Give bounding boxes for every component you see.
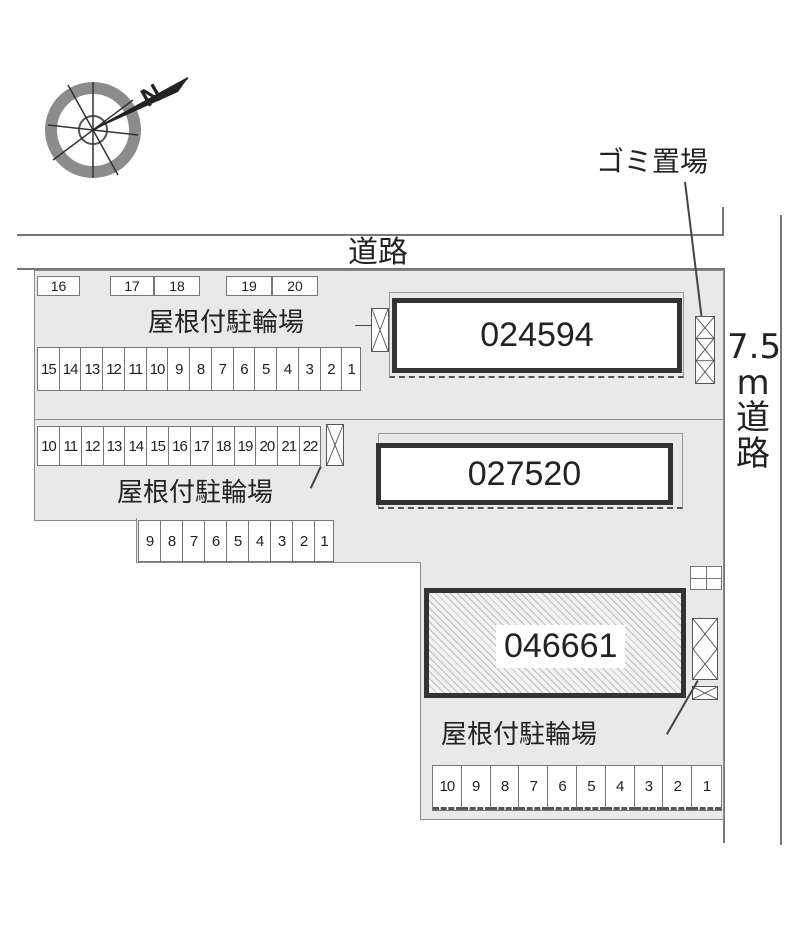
parking-slot: 9 (168, 348, 191, 390)
parking-slot: 7 (211, 348, 234, 390)
parking-row-b: 10 11 12 13 14 15 16 17 18 19 20 21 22 (37, 426, 321, 466)
parking-slot: 13 (103, 427, 126, 465)
parking-slot: 7 (519, 766, 549, 810)
building-024594: 024594 (392, 298, 682, 373)
parking-row-a: 15 14 13 12 11 10 9 8 7 6 5 4 3 2 1 (37, 347, 361, 391)
parking-slot: 9 (139, 521, 161, 561)
parking-slot: 4 (249, 521, 271, 561)
parking-slot: 4 (605, 766, 635, 810)
garbage-area (695, 316, 715, 384)
parking-slot: 22 (300, 427, 320, 465)
parking-slot: 1 (692, 766, 721, 810)
road-top-right-edge (722, 207, 724, 236)
parking-slot: 17 (190, 427, 213, 465)
bike-shelter-2 (326, 424, 344, 466)
slot-number: 16 (50, 278, 67, 294)
parking-slot: 5 (255, 348, 278, 390)
parking-slot: 1 (315, 521, 333, 561)
parking-slot: 2 (663, 766, 693, 810)
parking-slot: 6 (205, 521, 227, 561)
parking-slot: 12 (81, 427, 104, 465)
parking-slot: 8 (490, 766, 520, 810)
parking-slot: 16 (169, 427, 191, 465)
parking-slot: 3 (271, 521, 293, 561)
parking-slot: 15 (147, 427, 170, 465)
parking-slot: 21 (278, 427, 301, 465)
parking-slot: 20 (256, 427, 279, 465)
parking-slot: 10 (433, 766, 462, 810)
parking-slot-18: 18 (154, 276, 200, 296)
bike-shelter-label-2: 屋根付駐輪場 (117, 478, 274, 508)
road-top-line-lower (17, 268, 723, 270)
parking-slot: 18 (212, 427, 235, 465)
parking-slot: 14 (59, 348, 82, 390)
parking-slot: 14 (125, 427, 148, 465)
slot-number: 18 (169, 278, 185, 294)
parking-slot: 1 (342, 348, 361, 390)
parking-slot: 19 (234, 427, 257, 465)
garbage-label: ゴミ置場 (596, 145, 709, 178)
building-id: 027520 (467, 454, 582, 493)
parking-slot: 4 (277, 348, 299, 390)
bike-shelter-leader-1 (355, 325, 373, 326)
road-right-label: 7.5 m 道 路 (727, 327, 782, 475)
road-right-line-outer (780, 215, 782, 845)
road-top-line-upper (17, 234, 723, 236)
parking-slot: 3 (634, 766, 664, 810)
building-id: 046661 (496, 625, 626, 668)
lot-divider (34, 419, 724, 420)
slot-number: 19 (241, 278, 257, 294)
parking-slot: 3 (298, 348, 321, 390)
parking-slot: 5 (227, 521, 249, 561)
parking-slot-16: 16 (37, 276, 80, 296)
building-outline-1 (389, 292, 684, 378)
bike-shelter-label-1: 屋根付駐輪場 (148, 308, 305, 338)
compass-icon: N (38, 70, 203, 190)
parking-slot-20: 20 (272, 276, 318, 296)
parking-slot-17: 17 (110, 276, 154, 296)
parking-slot: 12 (103, 348, 125, 390)
bike-shelter-3 (692, 618, 718, 680)
parking-slot: 5 (576, 766, 606, 810)
bike-shelter-3b (692, 686, 718, 700)
parking-slot: 6 (548, 766, 577, 810)
bike-shelter-1 (371, 308, 389, 352)
road-right-unit: m (736, 362, 770, 403)
stairs-icon (690, 566, 722, 590)
parking-slot: 7 (183, 521, 205, 561)
parking-slot: 10 (38, 427, 60, 465)
parking-row-c: 9 8 7 6 5 4 3 2 1 (138, 520, 334, 562)
road-right-width: 7.5 (727, 327, 782, 367)
parking-row-d: 10 9 8 7 6 5 4 3 2 1 (432, 765, 722, 811)
building-id: 024594 (480, 316, 594, 354)
parking-slot: 11 (59, 427, 82, 465)
road-right-name-1: 道 (736, 398, 770, 439)
parking-slot: 2 (320, 348, 343, 390)
lot-fill-join-3 (421, 560, 723, 566)
parking-slot: 15 (38, 348, 60, 390)
slot-number: 17 (124, 278, 140, 294)
lot-fill-join-2 (137, 516, 723, 522)
parking-slot: 9 (461, 766, 491, 810)
parking-slot: 10 (146, 348, 169, 390)
parking-slot: 8 (190, 348, 212, 390)
road-right-name-2: 路 (736, 434, 770, 475)
parking-slot: 11 (124, 348, 147, 390)
road-right-line-inner (723, 268, 725, 843)
parking-slot-19: 19 (226, 276, 272, 296)
parking-slot: 13 (81, 348, 104, 390)
parking-slot: 8 (161, 521, 183, 561)
bike-shelter-label-3: 屋根付駐輪場 (441, 720, 598, 750)
parking-slot: 6 (233, 348, 256, 390)
slot-number: 20 (287, 278, 303, 294)
building-027520: 027520 (376, 443, 673, 505)
parking-slot: 2 (293, 521, 315, 561)
road-top-label: 道路 (348, 235, 408, 270)
